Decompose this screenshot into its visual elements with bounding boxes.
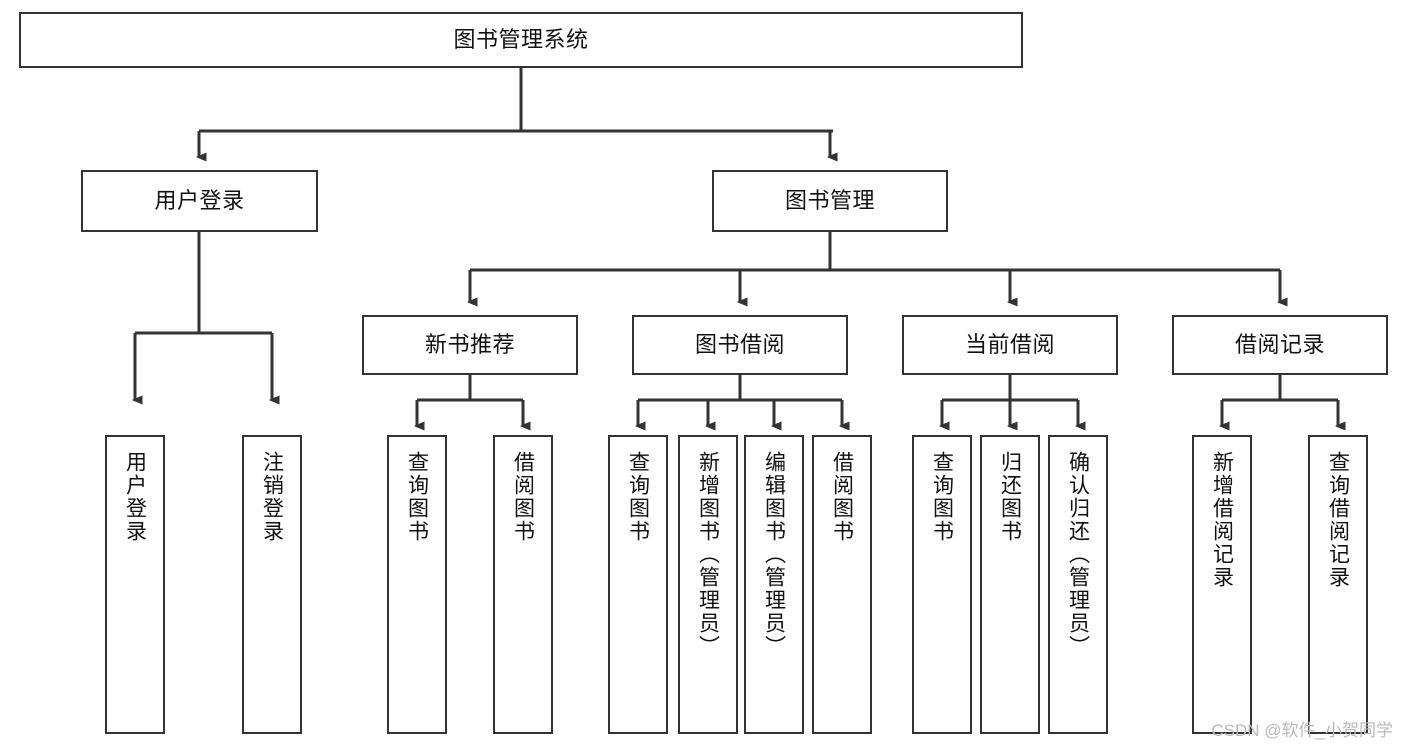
node-leaf-user-login[interactable]: 用户登录 bbox=[105, 435, 165, 734]
node-leaf-add-record[interactable]: 新增借阅记录 bbox=[1192, 435, 1252, 734]
node-leaf-borrow-book-2[interactable]: 借阅图书 bbox=[812, 435, 872, 734]
node-leaf-borrow-book-2-label: 借阅图书 bbox=[830, 451, 854, 543]
node-leaf-add-book[interactable]: 新增图书（管理员） bbox=[678, 435, 738, 734]
watermark-text: CSDN @软件_小贺同学 bbox=[1211, 721, 1393, 740]
node-leaf-return-book-label: 归还图书 bbox=[998, 451, 1022, 543]
node-new-book-recommend-label: 新书推荐 bbox=[424, 332, 515, 358]
node-book-manage[interactable]: 图书管理 bbox=[712, 170, 948, 232]
node-new-book-recommend[interactable]: 新书推荐 bbox=[362, 315, 578, 375]
node-leaf-borrow-book-1-label: 借阅图书 bbox=[511, 451, 535, 543]
node-root[interactable]: 图书管理系统 bbox=[19, 12, 1023, 68]
node-root-label: 图书管理系统 bbox=[453, 27, 589, 53]
node-leaf-query-book-1-label: 查询图书 bbox=[405, 451, 429, 543]
node-leaf-query-record[interactable]: 查询借阅记录 bbox=[1308, 435, 1368, 734]
node-book-borrow[interactable]: 图书借阅 bbox=[632, 315, 848, 375]
node-leaf-user-logout-label: 注销登录 bbox=[260, 451, 284, 543]
node-user-login[interactable]: 用户登录 bbox=[81, 170, 318, 232]
node-book-borrow-label: 图书借阅 bbox=[694, 332, 785, 358]
node-leaf-confirm-return[interactable]: 确认归还（管理员） bbox=[1048, 435, 1108, 734]
node-leaf-confirm-return-label: 确认归还（管理员） bbox=[1066, 451, 1090, 658]
node-leaf-query-book-1[interactable]: 查询图书 bbox=[387, 435, 447, 734]
node-leaf-borrow-book-1[interactable]: 借阅图书 bbox=[493, 435, 553, 734]
node-leaf-add-book-label: 新增图书（管理员） bbox=[696, 451, 720, 658]
node-leaf-return-book[interactable]: 归还图书 bbox=[980, 435, 1040, 734]
node-leaf-add-record-label: 新增借阅记录 bbox=[1210, 451, 1234, 589]
node-leaf-query-record-label: 查询借阅记录 bbox=[1326, 451, 1350, 589]
node-leaf-edit-book[interactable]: 编辑图书（管理员） bbox=[744, 435, 804, 734]
node-borrow-record[interactable]: 借阅记录 bbox=[1172, 315, 1388, 375]
node-leaf-user-logout[interactable]: 注销登录 bbox=[242, 435, 302, 734]
node-leaf-edit-book-label: 编辑图书（管理员） bbox=[762, 451, 786, 658]
node-borrow-record-label: 借阅记录 bbox=[1234, 332, 1325, 358]
node-user-login-label: 用户登录 bbox=[154, 188, 245, 214]
node-leaf-query-book-3-label: 查询图书 bbox=[930, 451, 954, 543]
node-current-borrow-label: 当前借阅 bbox=[964, 332, 1055, 358]
node-leaf-query-book-2[interactable]: 查询图书 bbox=[608, 435, 668, 734]
node-leaf-query-book-2-label: 查询图书 bbox=[626, 451, 650, 543]
node-leaf-user-login-label: 用户登录 bbox=[123, 451, 147, 543]
node-current-borrow[interactable]: 当前借阅 bbox=[902, 315, 1118, 375]
node-leaf-query-book-3[interactable]: 查询图书 bbox=[912, 435, 972, 734]
node-book-manage-label: 图书管理 bbox=[784, 188, 875, 214]
